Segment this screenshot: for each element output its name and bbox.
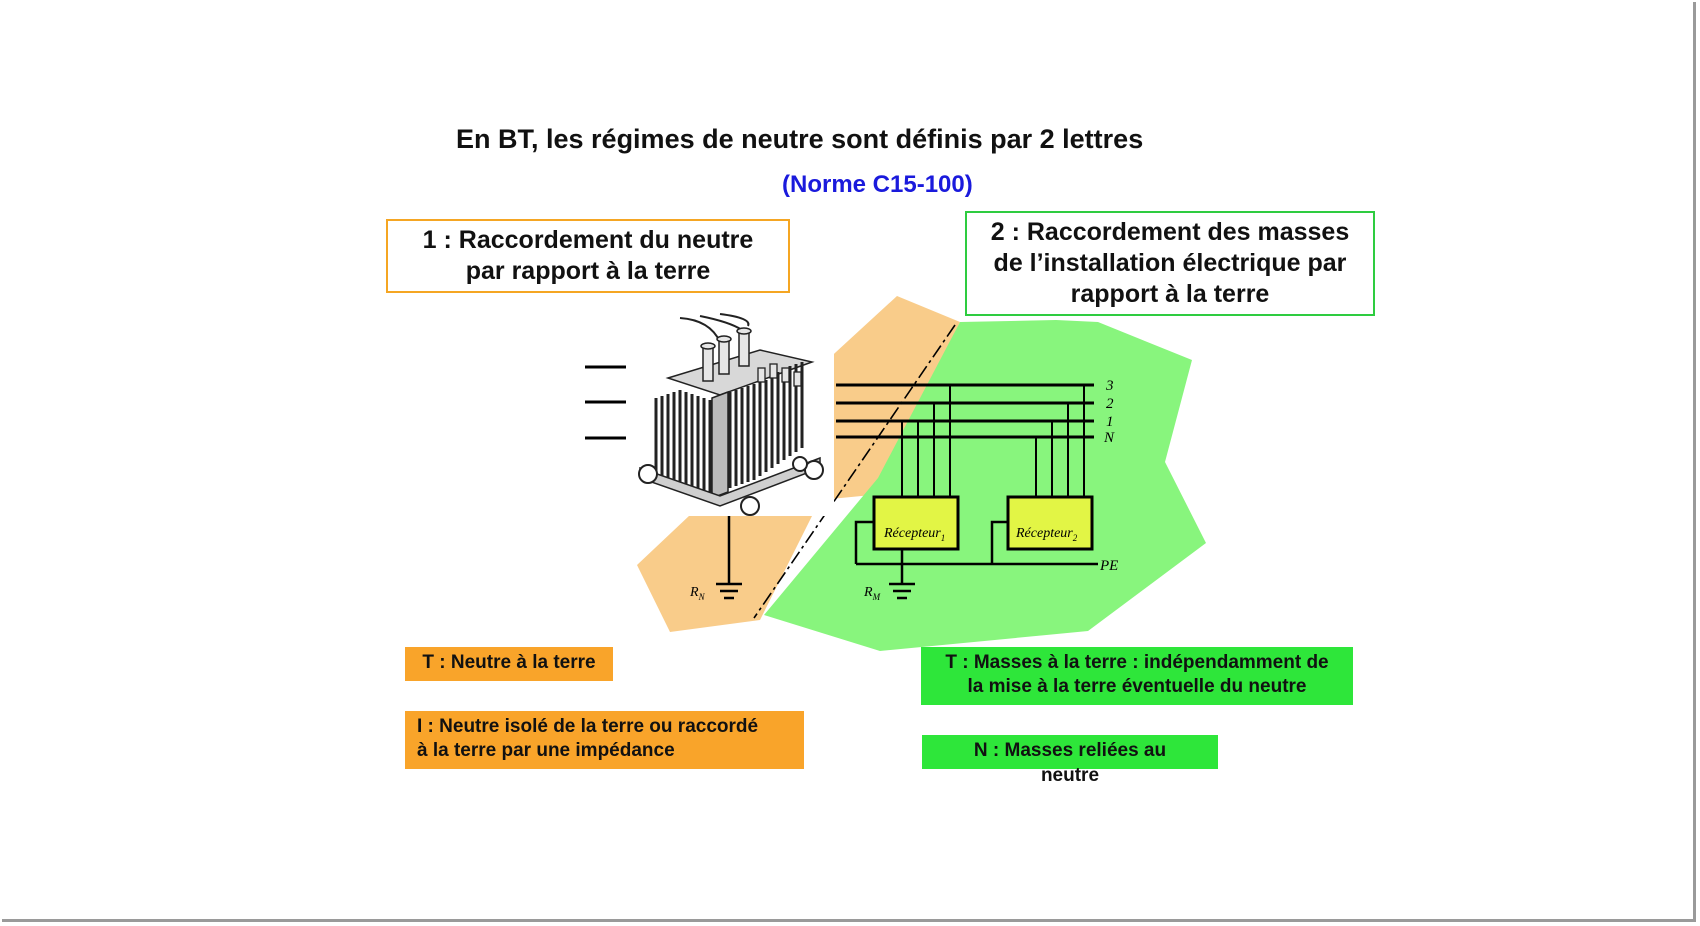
transformer-icon <box>638 313 824 516</box>
green-zone <box>764 320 1206 651</box>
tag-i-neutre-isole: I : Neutre isolé de la terre ou raccordé… <box>405 711 804 769</box>
tag-t-masses-line1: T : Masses à la terre : indépendamment d… <box>945 652 1329 673</box>
neutral-connection-box: 1 : Raccordement du neutre par rapport à… <box>386 219 790 293</box>
phase-2-label: 2 <box>1106 396 1114 412</box>
separation-line <box>753 324 956 619</box>
pe-conductor <box>854 520 1098 566</box>
phase-1-label: 1 <box>1106 414 1114 430</box>
phase-3-label: 3 <box>1105 378 1114 394</box>
receptor-2-wiring <box>1035 385 1085 497</box>
tag-t-neutre: T : Neutre à la terre <box>405 647 613 681</box>
box2-line1: 2 : Raccordement des masses <box>990 218 1350 246</box>
box1-line2: par rapport à la terre <box>465 257 711 285</box>
receptor-1-box <box>872 495 960 551</box>
box2-line3: rapport à la terre <box>1070 280 1270 308</box>
receptor-1-wiring <box>901 385 951 497</box>
tag-n-masses: N : Masses reliées au neutre <box>922 735 1218 786</box>
rm-label: RM <box>863 585 881 602</box>
box1-line1: 1 : Raccordement du neutre <box>422 226 754 254</box>
tag-t-neutre-text: T : Neutre à la terre <box>422 652 596 673</box>
box2-line2: de l’installation électrique par <box>993 249 1347 277</box>
tag-n-line2: neutre <box>1040 765 1100 786</box>
tag-i-line1: I : Neutre isolé de la terre ou raccordé <box>417 716 759 737</box>
tag-i-line2: à la terre par une impédance <box>417 740 675 761</box>
tag-t-masses-line2: la mise à la terre éventuelle du neutre <box>967 676 1307 697</box>
rn-label: RN <box>689 585 706 602</box>
pe-label: PE <box>1099 558 1118 574</box>
receptor-1-label: Récepteur1 <box>883 526 945 543</box>
tag-t-masses: T : Masses à la terre : indépendamment d… <box>921 647 1353 705</box>
slide-title: En BT, les régimes de neutre sont défini… <box>456 124 1144 154</box>
neutral-label: N <box>1103 430 1115 446</box>
masses-connection-box: 2 : Raccordement des masses de l’install… <box>965 211 1375 316</box>
norme-label: (Norme C15-100) <box>782 171 973 198</box>
receptor-2-box <box>1006 495 1094 551</box>
earth-symbol-rm <box>889 582 915 600</box>
receptor-2-label: Récepteur2 <box>1015 526 1078 543</box>
earth-symbol-rn <box>716 582 742 600</box>
tag-n-line1: N : Masses reliées au <box>973 740 1167 761</box>
